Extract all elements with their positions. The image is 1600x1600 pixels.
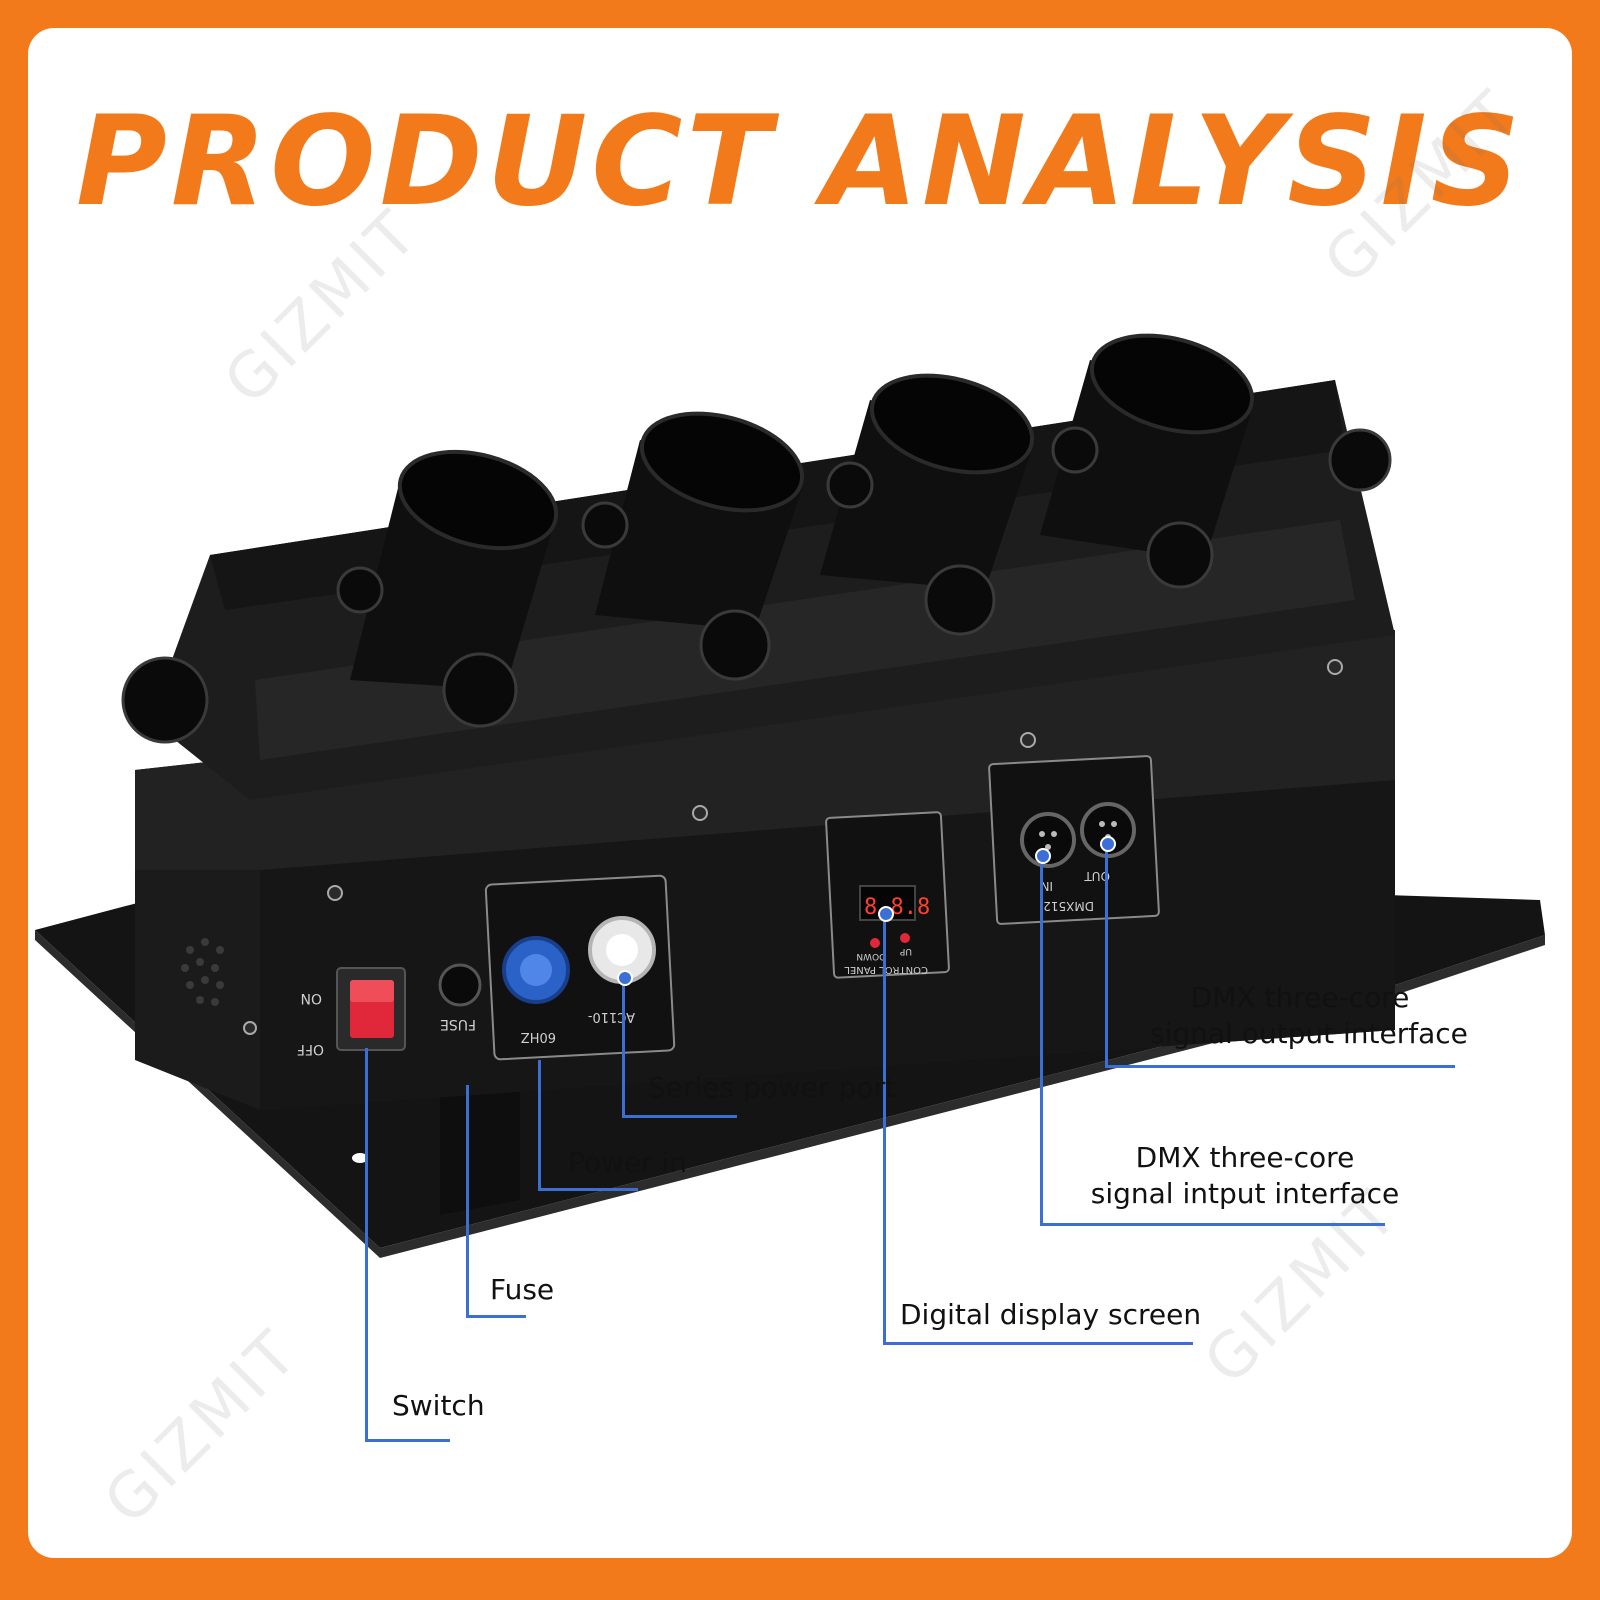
callout-dmx-output: DMX three-core signal output interface [1150,980,1468,1052]
screws [243,659,1343,1035]
leader-line [365,1048,368,1441]
callout-switch: Switch [392,1389,485,1422]
callout-dmx-input-line1: DMX three-core [1135,1141,1355,1174]
callout-dmx-input-line2: signal intput interface [1090,1177,1400,1210]
xlr-connector-icon [1080,802,1136,858]
launcher-tubes [350,333,1255,690]
mounting-knob-icon [1146,521,1214,589]
mounting-knob-icon [826,461,874,509]
callout-power-in: Power in [568,1146,688,1179]
screw-icon [692,805,708,821]
callout-display: Digital display screen [900,1298,1202,1331]
page-title: PRODUCT ANALYSIS [75,90,1525,234]
tube-opening [397,449,559,551]
dmx-model-label: DMX512 [1043,899,1094,913]
leader-dot [617,970,633,986]
down-button [870,938,880,948]
rocker-switch-icon [336,967,406,1051]
launcher-frame-inner [255,520,1355,760]
callout-dmx-output-line2: signal output interface [1150,1017,1468,1050]
screw-icon [1020,732,1036,748]
screw-icon [327,885,343,901]
switch-off-label: OFF [297,1041,324,1057]
plate-hole [352,1153,368,1163]
speaker-grille-icon [181,938,224,1006]
leader-line [622,976,625,1117]
leader-line [365,1439,450,1442]
leader-dot [878,906,894,922]
display-digits: 8.8.8 [864,895,930,920]
leader-line [538,1188,638,1191]
leader-line [1105,844,1108,1067]
leader-line [466,1085,469,1317]
leader-line [1105,1065,1455,1068]
callout-dmx-output-line1: DMX three-core [1190,981,1410,1014]
leader-line [883,1342,1193,1345]
up-button [900,933,910,943]
callout-series-power: Series power port [648,1071,896,1104]
power-rating-label: AC110- [587,1009,635,1024]
mounting-knob-icon [1328,428,1392,492]
mounting-knob-icon [924,564,996,636]
fuse-holder-icon [438,963,482,1007]
frequency-label: 60HZ [521,1029,556,1044]
mounting-knob-icon [121,656,209,744]
callout-fuse: Fuse [490,1273,555,1306]
dmx-in-label: IN [1040,879,1053,893]
mounting-knob-icon [581,501,629,549]
up-button-label: UP [899,946,912,956]
leader-line [538,1060,541,1190]
down-button-label: DOWN [856,951,886,961]
dmx-out-label: OUT [1084,869,1110,883]
leader-line [1040,1223,1385,1226]
leader-line [622,1115,737,1118]
mounting-knob-icon [699,609,771,681]
screw-icon [1327,659,1343,675]
tube-opening [639,411,805,513]
leader-dot [1035,848,1051,864]
tube-opening [1089,333,1255,435]
switch-on-label: ON [301,990,323,1006]
leader-dot [1100,836,1116,852]
leader-line [1040,855,1043,1225]
mounting-knobs [121,426,1392,744]
tube-opening [869,373,1035,475]
screw-icon [243,1021,257,1035]
leader-line [883,912,886,1344]
mounting-knob-icon [336,566,384,614]
mounting-knob-icon [442,652,518,728]
body-top [135,630,1395,870]
mounting-knob-icon [1051,426,1099,474]
fuse-label: FUSE [440,1016,476,1032]
leader-line [466,1315,526,1318]
callout-dmx-input: DMX three-core signal intput interface [1065,1140,1425,1212]
